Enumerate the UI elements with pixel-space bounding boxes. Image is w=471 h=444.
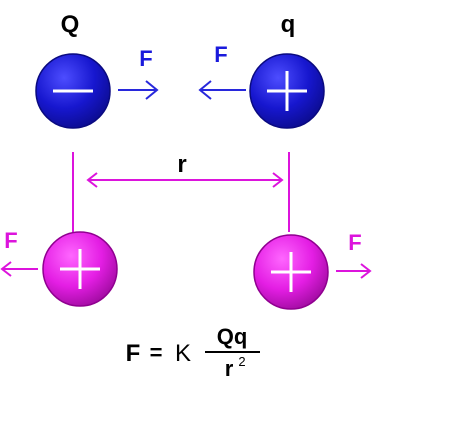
force-label-top-right: F	[214, 42, 227, 67]
formula-constant: K	[175, 340, 191, 367]
formula-denominator: r	[225, 356, 234, 381]
plus-sign-icon	[271, 252, 311, 292]
plus-sign-icon	[267, 71, 307, 111]
formula-lhs: F	[126, 340, 141, 367]
distance-arrow-icon	[86, 172, 284, 188]
distance-r-label: r	[177, 151, 186, 178]
coulomb-formula: F = K Qq r 2	[126, 324, 260, 381]
negative-charge-Q	[35, 53, 111, 129]
charge-Q-label: Q	[61, 11, 80, 38]
formula-exponent: 2	[238, 354, 245, 369]
formula-numerator: Qq	[217, 324, 248, 349]
force-label-bottom-left: F	[4, 228, 17, 253]
force-arrow-right-icon	[336, 263, 372, 279]
positive-charge-q	[249, 53, 325, 129]
force-arrow-left-icon	[198, 80, 246, 100]
force-arrow-left-icon	[0, 261, 38, 277]
force-label-bottom-right: F	[348, 230, 361, 255]
positive-charge-bottom-right	[253, 234, 329, 310]
positive-charge-bottom-left	[42, 231, 118, 307]
force-label-top-left: F	[139, 46, 152, 71]
plus-sign-icon	[60, 249, 100, 289]
force-arrow-right-icon	[118, 80, 159, 100]
charge-q-label: q	[281, 11, 296, 38]
formula-equals: =	[150, 340, 163, 365]
